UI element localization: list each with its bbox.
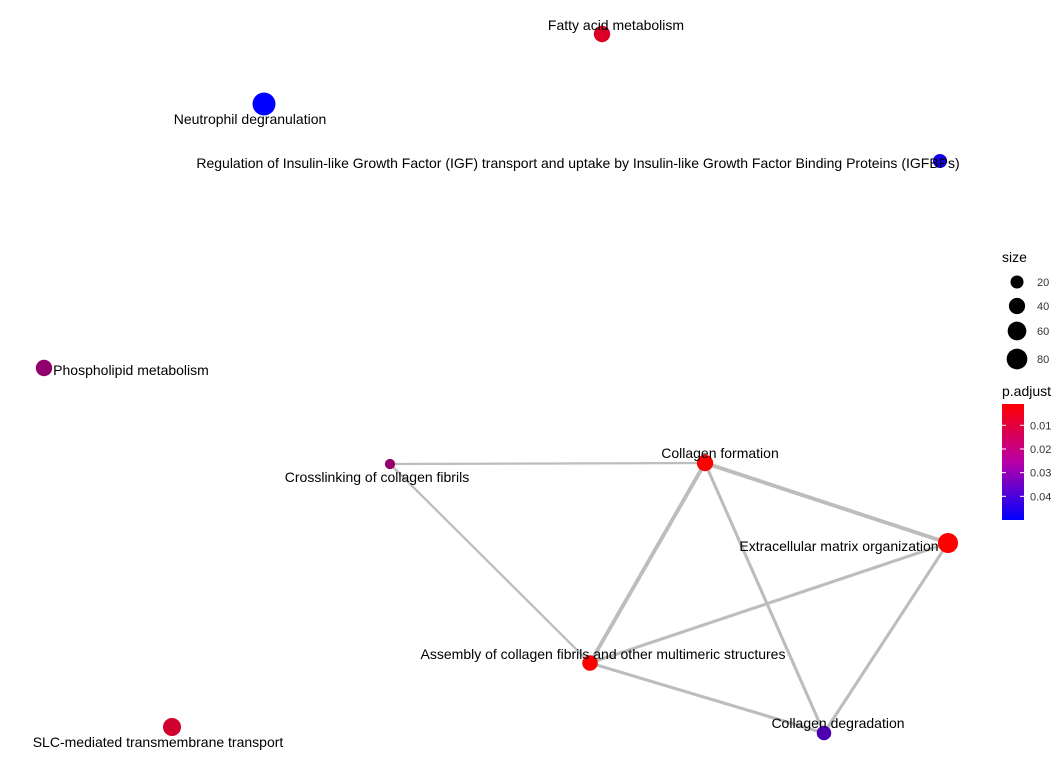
node-label-coldeg: Collagen degradation — [771, 715, 904, 731]
size-legend-dot-40 — [1008, 297, 1026, 315]
node-label-colform: Collagen formation — [661, 445, 779, 461]
edge-crosslink-colform — [388, 461, 707, 466]
node-colform — [696, 454, 714, 472]
size-legend: size 20 40 60 80 — [1002, 249, 1049, 370]
node-label-slc: SLC-mediated transmembrane transport — [33, 734, 284, 750]
p-adjust-legend-title: p.adjust — [1002, 383, 1051, 399]
edge-ecm-assembly — [588, 541, 950, 665]
node-phospho — [35, 359, 53, 377]
edge-colform-coldeg — [703, 461, 826, 735]
node-label-neutro: Neutrophil degranulation — [174, 111, 327, 127]
network-edges — [388, 461, 950, 735]
node-label-ecm: Extracellular matrix organization — [739, 538, 938, 554]
edge-ecm-coldeg — [822, 541, 950, 735]
p-adjust-legend: p.adjust 0.01 0.02 0.03 0.04 — [1002, 383, 1051, 520]
node-crosslink — [384, 458, 396, 470]
size-legend-dot-60 — [1007, 321, 1027, 341]
node-label-crosslink: Crosslinking of collagen fibrils — [285, 469, 469, 485]
size-legend-title: size — [1002, 249, 1027, 265]
node-label-assembly: Assembly of collagen fibrils and other m… — [421, 646, 786, 662]
node-label-fatty: Fatty acid metabolism — [548, 17, 684, 33]
colorbar-tick-label: 0.03 — [1030, 468, 1051, 480]
edge-crosslink-assembly — [388, 462, 592, 665]
node-neutro — [252, 92, 276, 116]
node-assembly — [582, 655, 598, 671]
colorbar-tick-label: 0.01 — [1030, 420, 1051, 432]
size-legend-label-60: 60 — [1037, 326, 1049, 338]
size-legend-label-80: 80 — [1037, 354, 1049, 366]
node-slc — [162, 717, 182, 737]
edge-assembly-coldeg — [588, 661, 826, 735]
size-legend-dot-80 — [1006, 348, 1028, 370]
node-ecm — [937, 532, 959, 554]
node-fatty — [593, 25, 611, 43]
colorbar-tick-label: 0.04 — [1030, 491, 1051, 503]
size-legend-label-20: 20 — [1037, 277, 1049, 289]
p-adjust-colorbar — [1002, 404, 1024, 520]
colorbar-tick-label: 0.02 — [1030, 444, 1051, 456]
edge-colform-ecm — [703, 461, 950, 545]
edge-colform-assembly — [588, 461, 707, 665]
network-nodes — [35, 25, 959, 741]
size-legend-dot-20 — [1010, 275, 1024, 289]
node-label-igf: Regulation of Insulin-like Growth Factor… — [196, 155, 959, 171]
node-label-phospho: Phospholipid metabolism — [53, 362, 209, 378]
node-igf — [932, 153, 948, 169]
size-legend-label-40: 40 — [1037, 301, 1049, 313]
node-coldeg — [816, 725, 832, 741]
